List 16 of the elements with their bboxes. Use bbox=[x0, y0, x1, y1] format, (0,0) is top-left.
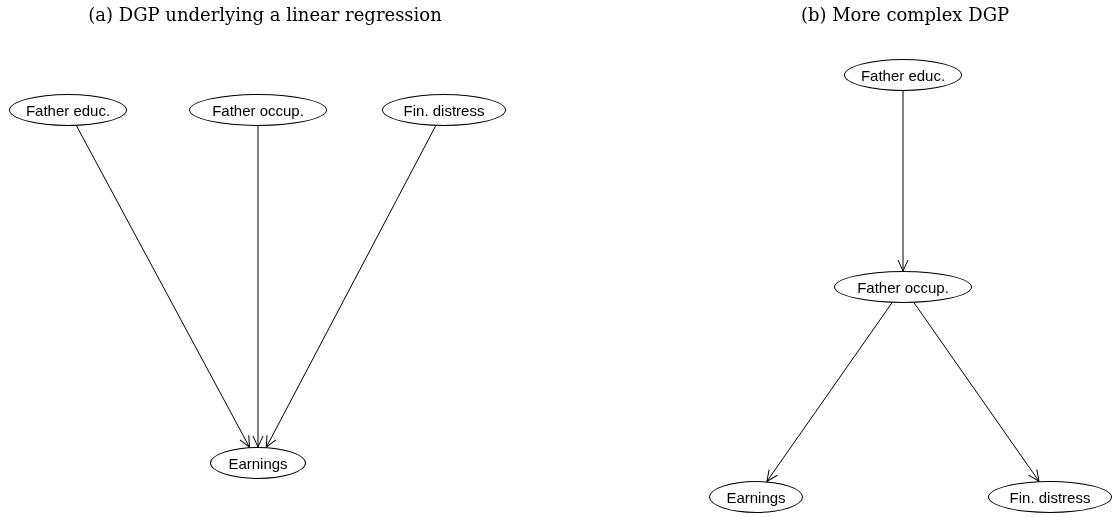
variable-ellipse: Father educ. bbox=[844, 59, 962, 91]
variable-ellipse: Fin. distress bbox=[382, 94, 506, 126]
variable-ellipse: Father occup. bbox=[834, 271, 972, 303]
arrow bbox=[265, 125, 437, 448]
variable-ellipse: Earnings bbox=[709, 481, 803, 513]
variable-ellipse: Father educ. bbox=[9, 94, 127, 126]
arrow bbox=[766, 302, 893, 482]
panel-title: (a) DGP underlying a linear regression bbox=[88, 4, 442, 25]
variable-ellipse: Earnings bbox=[210, 447, 306, 479]
panel-title: (b) More complex DGP bbox=[800, 4, 1010, 25]
variable-ellipse: Father occup. bbox=[189, 94, 327, 126]
arrow bbox=[76, 125, 250, 448]
arrow bbox=[252, 125, 264, 448]
arrow bbox=[897, 90, 909, 272]
variable-ellipse: Fin. distress bbox=[988, 481, 1112, 513]
arrow bbox=[913, 302, 1040, 482]
